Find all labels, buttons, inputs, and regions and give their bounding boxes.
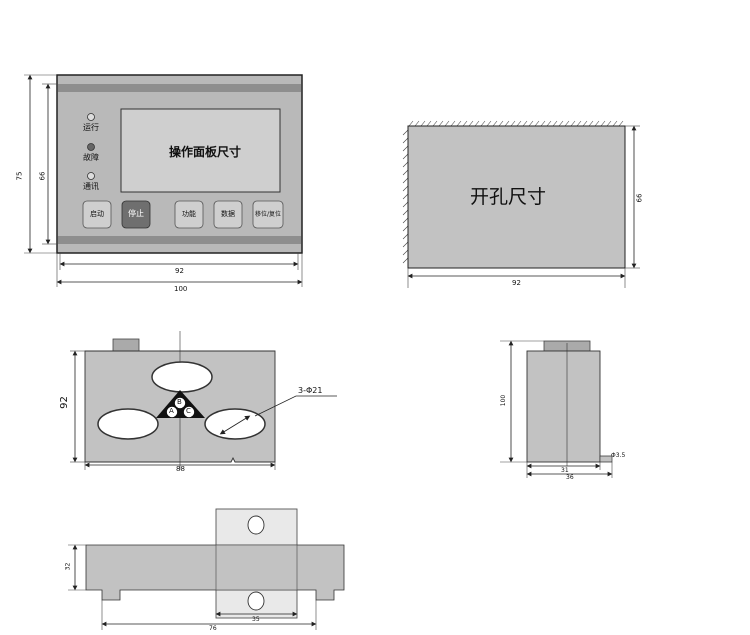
bottom-dim-label-32: 32 bbox=[64, 562, 72, 571]
cutout-label: 开孔尺寸 bbox=[470, 186, 547, 208]
function-button[interactable]: 功能 bbox=[182, 210, 196, 218]
phase-c-marker bbox=[183, 406, 195, 418]
side-dim-label-100: 100 bbox=[500, 394, 508, 407]
front-view bbox=[70, 331, 337, 470]
hole-top bbox=[151, 361, 213, 393]
shift-reset-button-face bbox=[252, 200, 284, 229]
hole-callout-leader bbox=[254, 395, 337, 417]
phase-c-label: C bbox=[186, 407, 191, 415]
bottom-body bbox=[85, 544, 345, 601]
hole-right bbox=[204, 408, 266, 440]
hole-left bbox=[97, 408, 159, 440]
panel-view bbox=[24, 74, 303, 287]
cutout-dim-label-92: 92 bbox=[512, 279, 521, 287]
front-dim-label-88: 88 bbox=[176, 465, 185, 473]
stop-button[interactable]: 停止 bbox=[128, 209, 144, 218]
side-dim-label-31: 31 bbox=[561, 467, 569, 474]
hole-callout: 3-Φ21 bbox=[298, 386, 323, 395]
dim-label-100: 100 bbox=[174, 285, 188, 293]
phase-a-label: A bbox=[169, 407, 174, 415]
function-button-face bbox=[174, 200, 204, 229]
panel-top-stripe bbox=[58, 84, 301, 92]
side-view bbox=[500, 340, 613, 478]
phase-b-marker bbox=[174, 397, 186, 409]
panel-bottom-stripe bbox=[58, 236, 301, 244]
side-body bbox=[526, 350, 601, 463]
screen-label: 操作面板尺寸 bbox=[169, 145, 242, 159]
panel-screen bbox=[120, 108, 281, 193]
data-button[interactable]: 数据 bbox=[221, 210, 235, 218]
data-button-face bbox=[213, 200, 243, 229]
bottom-dim-label-35: 35 bbox=[252, 616, 260, 623]
shift-reset-button[interactable]: 移位/复位 bbox=[254, 211, 282, 218]
phase-a-marker bbox=[166, 406, 178, 418]
fault-led bbox=[87, 143, 95, 151]
dim-label-75: 75 bbox=[15, 171, 24, 181]
dim-label-66: 66 bbox=[38, 171, 47, 181]
stop-button-face bbox=[121, 200, 151, 229]
phase-b-label: B bbox=[177, 398, 182, 406]
side-dim-label-36: 36 bbox=[566, 474, 574, 481]
dim-label-92: 92 bbox=[175, 267, 184, 275]
front-terminal-block bbox=[112, 338, 140, 352]
start-button-face bbox=[82, 200, 112, 229]
run-led bbox=[87, 113, 95, 121]
bracket-hole-top bbox=[247, 515, 265, 535]
comm-led bbox=[87, 172, 95, 180]
cutout-dim-label-66: 66 bbox=[635, 193, 644, 203]
front-dim-label-92: 92 bbox=[58, 396, 70, 409]
bottom-view bbox=[68, 508, 345, 630]
fault-label: 故障 bbox=[83, 153, 99, 162]
run-label: 运行 bbox=[83, 123, 99, 132]
bracket-hole-bottom bbox=[247, 591, 265, 611]
comm-label: 通讯 bbox=[83, 182, 99, 191]
cutout-view bbox=[402, 120, 640, 288]
start-button[interactable]: 启动 bbox=[90, 210, 104, 218]
cutout-rect bbox=[407, 125, 626, 269]
side-hole-callout: Φ3.5 bbox=[611, 452, 626, 459]
bottom-dim-label-76: 76 bbox=[209, 625, 217, 632]
